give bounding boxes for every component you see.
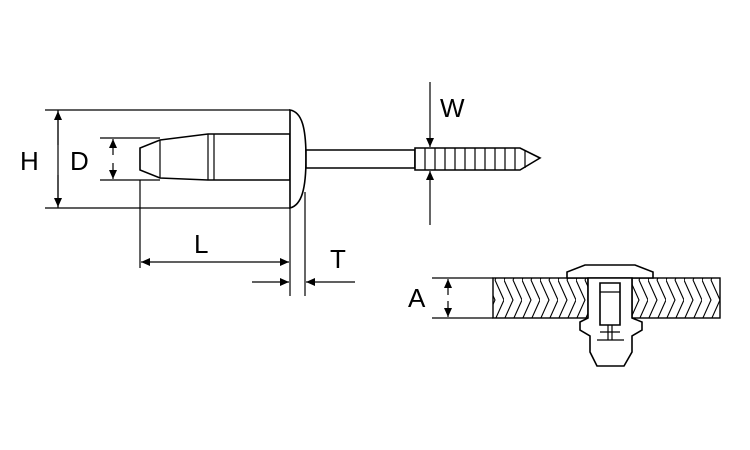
mandrel-shank [305,149,416,169]
installed-mandrel [599,282,621,326]
rivet-head [289,109,307,210]
dimension-d: D [70,137,160,181]
plate-right [631,277,721,319]
rivet-side-view: H D L T W [20,82,542,296]
label-w: W [440,93,465,123]
installed-rivet-head [566,264,654,279]
rivet-body [139,133,291,181]
label-a: A [408,283,426,313]
dimension-l: L [139,180,291,296]
label-h: H [20,146,39,176]
plate-left [492,277,589,319]
dimension-w: W [426,82,465,225]
label-t: T [330,244,346,274]
label-l: L [194,229,208,259]
label-d: D [70,146,89,176]
dimension-h: H [20,109,290,209]
dimension-t: T [252,192,355,296]
mandrel-grooves [414,147,542,171]
dimension-a: A [408,277,493,319]
installed-section-view: A [408,264,721,367]
